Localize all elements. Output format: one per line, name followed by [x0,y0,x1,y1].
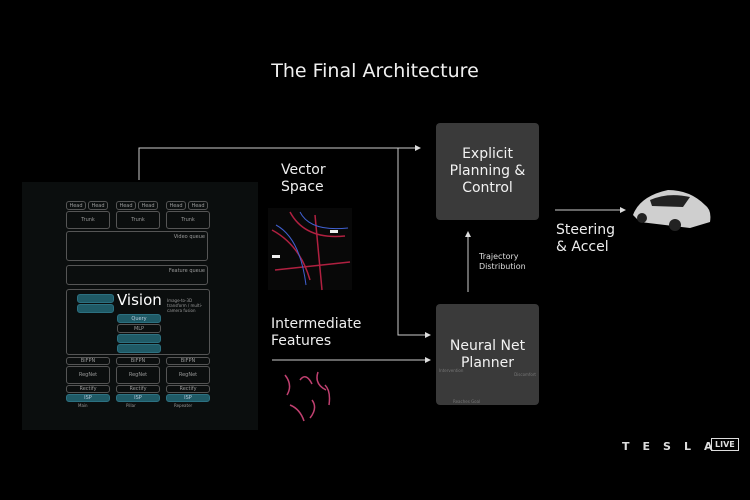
live-badge: LIVE [711,438,739,451]
bifpn-block: BiFPN [66,357,110,365]
trunk-block: Trunk [66,211,110,229]
camera-label: Repeater [174,403,193,408]
intermediate-features-label: Intermediate Features [271,316,362,349]
head-block: Head [188,201,208,210]
isp-block: ISP [66,394,110,402]
regnet-block: RegNet [116,366,160,384]
trajectory-distribution-label: Trajectory Distribution [479,252,526,271]
teal-block [77,294,114,303]
teal-block [117,334,161,343]
neural-net-planner-box: Neural Net Planner Intervention Discomfo… [436,304,539,405]
head-block: Head [116,201,136,210]
tesla-logo: TESLA [622,440,726,453]
trunk-block: Trunk [116,211,160,229]
trunk-block: Trunk [166,211,210,229]
steering-accel-label: Steering & Accel [556,222,616,255]
rectify-block: Rectify [166,385,210,393]
neural-net-planner-label: Neural Net Planner [449,337,526,371]
video-queue-block: Video queue [66,231,208,261]
isp-block: ISP [166,394,210,402]
feature-queue-block: Feature queue [66,265,208,285]
regnet-block: RegNet [166,366,210,384]
arrow-vision-to-planning [138,145,421,180]
discomfort-label: Discomfort [514,372,536,377]
isp-block: ISP [116,394,160,402]
slide-title: The Final Architecture [271,60,479,82]
vision-network-panel: Head Head Head Head Head Head Trunk Trun… [22,182,258,430]
head-block: Head [138,201,158,210]
transform-block: Image-to-3D transform / multi-camera fus… [66,289,210,355]
transform-label: Image-to-3D transform / multi-camera fus… [167,298,203,313]
teal-block [77,304,114,313]
camera-label: Pillar [126,403,136,408]
camera-label: Main [78,403,88,408]
bifpn-block: BiFPN [166,357,210,365]
intervention-label: Intervention [439,368,464,373]
rectify-block: Rectify [66,385,110,393]
head-block: Head [66,201,86,210]
head-block: Head [166,201,186,210]
head-block: Head [88,201,108,210]
reaches-goal-label: Reaches Goal [453,399,481,404]
arrow-to-neural-planner [397,148,431,338]
rectify-block: Rectify [116,385,160,393]
vision-label: Vision [117,291,162,309]
mlp-block: MLP [117,324,161,333]
explicit-planning-box: Explicit Planning & Control [436,123,539,220]
query-block: Query [117,314,161,323]
teal-block [117,344,161,353]
vector-space-label: Vector Space [281,162,326,195]
regnet-block: RegNet [66,366,110,384]
bifpn-block: BiFPN [116,357,160,365]
